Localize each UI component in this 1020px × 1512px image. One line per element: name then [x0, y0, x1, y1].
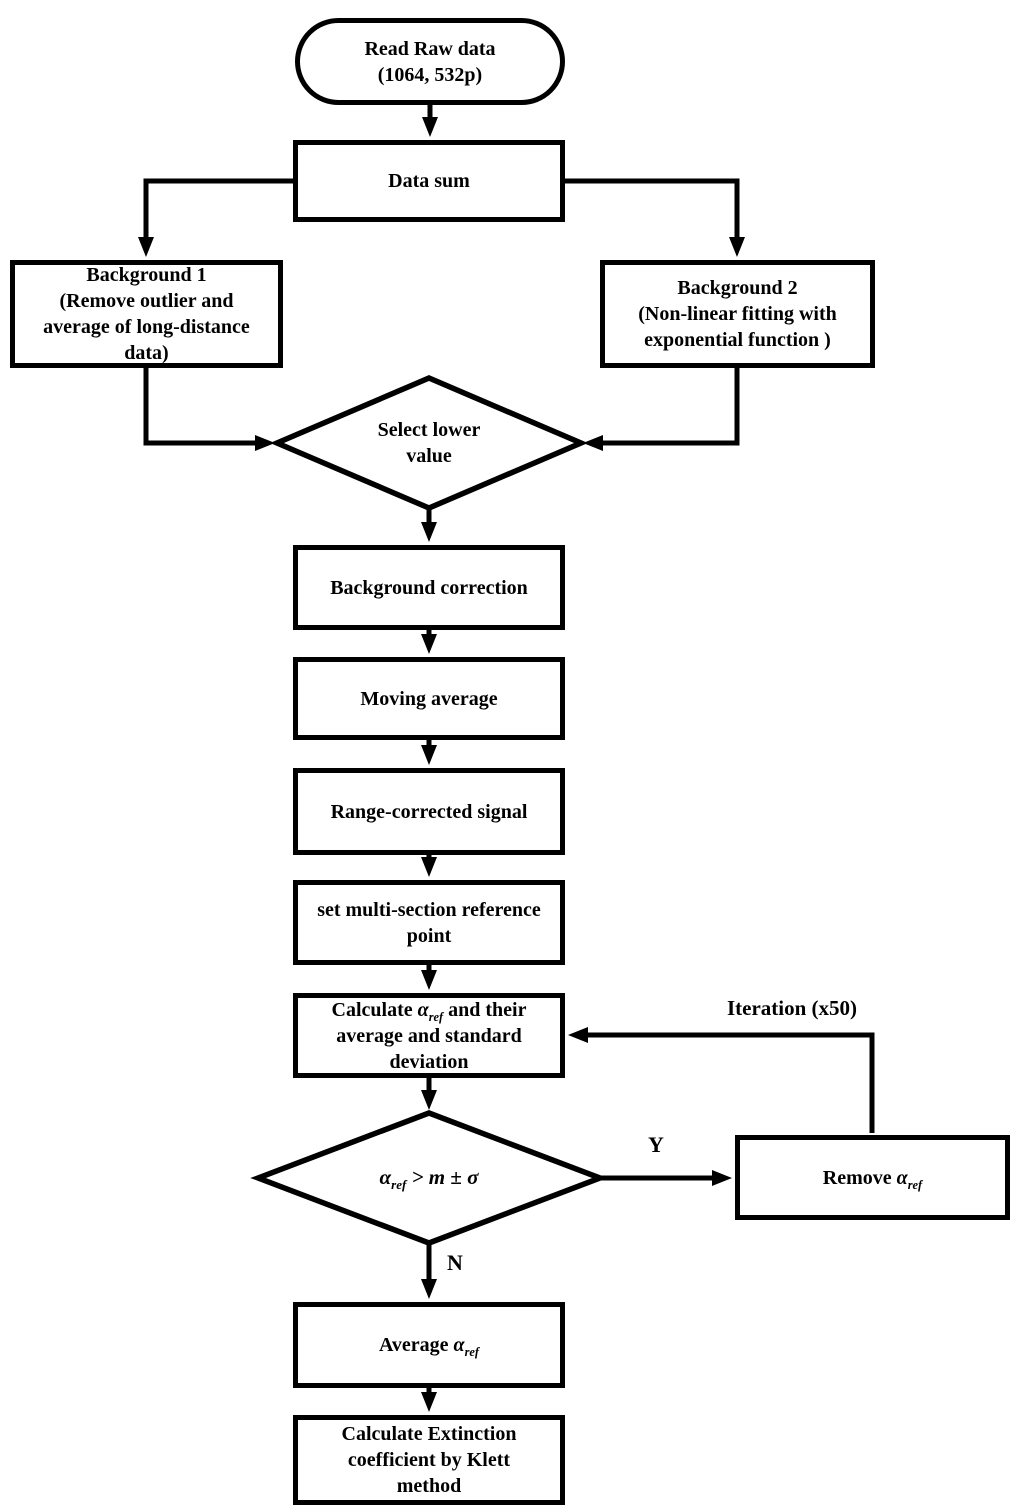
alpha-symbol: α	[896, 1166, 908, 1189]
alpha-symbol: α	[453, 1334, 465, 1356]
alpha-symbol: α	[417, 998, 429, 1021]
node-klett-method: Calculate Extinction coefficient by Klet…	[293, 1415, 565, 1505]
node-select-lower-value-label: Select lower value	[377, 419, 481, 467]
edge-label-yes: Y	[648, 1132, 664, 1157]
edge-datasum-to-background2	[562, 178, 745, 257]
node-calculate-alpha-ref: Calculate αref and their average and sta…	[293, 993, 565, 1078]
edge-label-no: N	[447, 1250, 463, 1275]
node-threshold-decision-label: αref > m ± σ	[379, 1165, 479, 1193]
node-range-corrected-signal: Range-corrected signal	[293, 768, 565, 855]
edge-datasum-to-background1	[138, 178, 296, 257]
decision-threshold-shape	[250, 1110, 608, 1246]
node-read-raw-data: Read Raw data (1064, 532p)	[295, 18, 565, 105]
node-average-alpha-ref: Average αref	[293, 1302, 565, 1388]
node-background-correction: Background correction	[293, 545, 565, 630]
node-background-2: Background 2 (Non-linear fitting with ex…	[600, 260, 875, 368]
node-remove-alpha-ref: Remove αref	[735, 1135, 1010, 1220]
edge-background1-to-select	[143, 366, 275, 451]
decision-select-lower-shape	[270, 375, 588, 511]
edge-remove-to-calculate-loop	[568, 1027, 875, 1133]
edge-background2-to-select	[583, 366, 740, 451]
alpha-symbol: α	[379, 1165, 392, 1190]
node-multi-section-reference: set multi-section reference point	[293, 880, 565, 965]
node-moving-average: Moving average	[293, 657, 565, 740]
node-data-sum: Data sum	[293, 140, 565, 222]
edge-label-iteration: Iteration (x50)	[726, 996, 858, 1020]
node-background-1: Background 1 (Remove outlier and average…	[10, 260, 283, 368]
